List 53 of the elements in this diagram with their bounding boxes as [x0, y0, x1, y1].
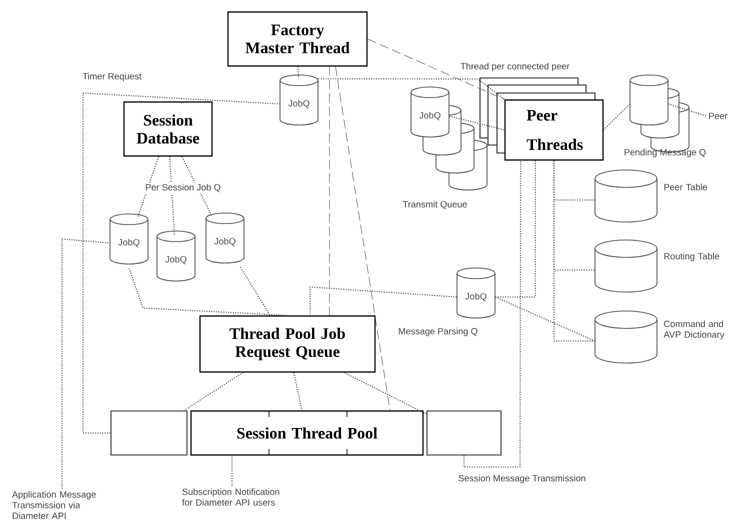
- connector: [128, 268, 288, 316]
- connector: [61, 238, 110, 489]
- node-label: Threads: [526, 138, 583, 150]
- node-caption: Peer Table: [664, 184, 708, 190]
- connector: [495, 160, 536, 298]
- node-label: JobQ: [419, 112, 440, 120]
- process-box: Session Database: [123, 101, 213, 157]
- connector: [344, 372, 427, 415]
- node-caption: Message Parsing Q: [398, 328, 478, 336]
- process-box: Session Thread Pool: [190, 410, 424, 456]
- connector: [181, 156, 213, 217]
- thread-stack: Peer Threads: [479, 77, 604, 161]
- connector: [668, 103, 706, 116]
- note-text: Peer: [709, 112, 728, 120]
- queue-cylinder: JobQ: [206, 212, 244, 264]
- connector: [82, 92, 280, 434]
- queue-cylinder: [594, 240, 658, 292]
- connector: [293, 372, 303, 410]
- node-caption: Routing Table: [664, 252, 720, 262]
- group-label: Per Session Job Q: [144, 182, 222, 194]
- connector: [184, 372, 244, 411]
- connector: [137, 156, 160, 218]
- connector: [449, 115, 505, 131]
- note-text: Application Message Transmission via Diameter API: [12, 491, 96, 519]
- queue-cylinder: JobQ: [156, 230, 196, 282]
- connector: [603, 104, 630, 130]
- connector: [298, 66, 299, 79]
- queue-cylinder: JobQ: [110, 214, 148, 264]
- thread-box: [110, 410, 188, 456]
- connector: [495, 296, 595, 342]
- node-caption: Pending Message Q: [624, 148, 706, 158]
- queue-cylinder: [594, 310, 658, 364]
- connector: [318, 78, 505, 100]
- queue-cylinder: JobQ: [280, 74, 318, 126]
- connector: [309, 286, 457, 316]
- process-box: Factory Master Thread: [227, 11, 368, 67]
- connector: [231, 456, 233, 486]
- node-caption: Command and AVP Dictionary: [664, 320, 724, 340]
- node-caption: Thread per connected peer: [460, 62, 570, 72]
- connector: [240, 266, 270, 316]
- edge-label: Timer Request: [81, 71, 143, 83]
- connector: [553, 160, 595, 342]
- connector: [169, 156, 175, 235]
- queue-cylinder: JobQ: [456, 268, 496, 318]
- connector: [335, 66, 390, 411]
- queue-cylinder: [594, 170, 658, 222]
- node-caption: Transmit Queue: [402, 200, 467, 210]
- note-text: Subscription Notification for Diameter API users: [182, 488, 280, 506]
- process-box: Thread Pool Job Request Queue: [199, 315, 376, 373]
- thread-box: [426, 410, 502, 456]
- cylinder-stack: JobQ: [410, 86, 488, 190]
- connector: [463, 160, 522, 468]
- edge-label: Session Message Transmission: [456, 473, 588, 485]
